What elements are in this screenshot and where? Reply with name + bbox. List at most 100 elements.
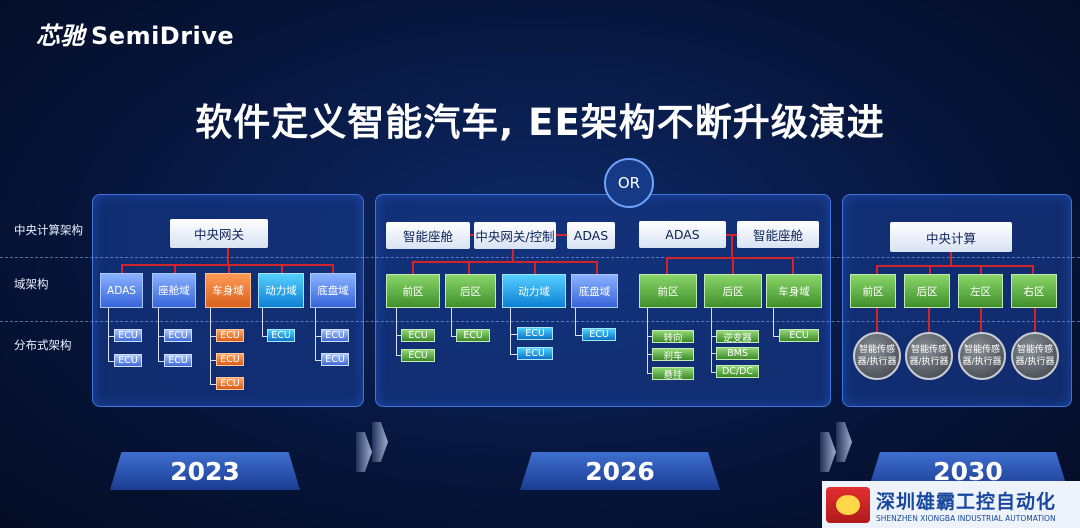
- connector-line: [412, 261, 598, 263]
- steering-box: 转向: [652, 330, 694, 344]
- connector-line: [647, 354, 653, 355]
- connector-line: [174, 264, 176, 273]
- ecu-box: ECU: [517, 347, 553, 360]
- timeline-arrow-icon: [820, 432, 836, 472]
- sensor-label: 智能传感器/执行器: [1015, 345, 1055, 367]
- ecu-box: ECU: [517, 327, 553, 340]
- dcdc-box: DC/DC: [716, 365, 759, 378]
- central-gateway-control-box: 中央网关/控制: [474, 222, 556, 249]
- connector-line: [227, 248, 229, 265]
- connector-line: [315, 336, 322, 337]
- connector-line: [396, 355, 402, 356]
- zone-left-box: 左区: [958, 274, 1003, 308]
- connector-line: [980, 265, 982, 274]
- zone-right-box: 右区: [1011, 274, 1057, 308]
- domain-distributed-divider: [0, 321, 1080, 322]
- domain-adas-box: ADAS: [100, 273, 143, 308]
- smart-sensor-actuator: 智能传感器/执行器: [905, 332, 953, 380]
- sensor-label: 智能传感器/执行器: [962, 345, 1002, 367]
- connector-line: [510, 334, 518, 335]
- central-gateway-box: 中央网关: [170, 219, 268, 248]
- connector-line: [876, 308, 878, 332]
- central-compute-box: 中央计算: [890, 222, 1012, 252]
- connector-line: [666, 257, 794, 259]
- connector-line: [108, 361, 115, 362]
- central-domain-divider: [0, 257, 1080, 258]
- smart-sensor-actuator: 智能传感器/执行器: [853, 332, 901, 380]
- connector-line: [1032, 265, 1034, 274]
- year-2030-label: 2030: [933, 456, 1003, 486]
- connector-line: [108, 336, 115, 337]
- connector-line: [332, 264, 334, 273]
- connector-line: [228, 264, 230, 273]
- connector-line: [711, 308, 712, 372]
- connector-line: [876, 265, 878, 274]
- year-2023-label: 2023: [170, 456, 240, 486]
- ecu-box: ECU: [779, 329, 819, 342]
- connector-line: [396, 308, 397, 355]
- or-text: OR: [617, 174, 641, 192]
- connector-line: [315, 360, 322, 361]
- smart-cockpit-box: 智能座舱: [737, 221, 819, 248]
- domain-power-box: 动力域: [502, 274, 566, 308]
- ecu-box: ECU: [321, 353, 349, 366]
- connector-line: [731, 234, 733, 258]
- domain-cockpit-box: 座舱域: [152, 273, 196, 308]
- timeline-arrow-icon: [372, 422, 388, 462]
- ecu-box: ECU: [456, 329, 490, 342]
- slide-title: 软件定义智能汽车, EE架构不断升级演进: [195, 101, 885, 144]
- connector-line: [158, 308, 159, 362]
- connector-line: [512, 249, 514, 262]
- timeline-arrow-icon: [836, 422, 852, 462]
- connector-line: [928, 308, 930, 332]
- connector-line: [711, 353, 717, 354]
- logo-en-text: SemiDrive: [91, 22, 235, 50]
- watermark-cn: 深圳雄霸工控自动化: [876, 490, 1057, 513]
- connector-line: [950, 252, 952, 266]
- connector-line: [396, 335, 402, 336]
- connector-line: [980, 308, 982, 332]
- domain-chassis-box: 底盘域: [310, 273, 356, 308]
- connector-line: [121, 264, 333, 266]
- row-label-domain: 域架构: [14, 277, 49, 291]
- watermark-text: 深圳雄霸工控自动化 SHENZHEN XIONGBA INDUSTRIAL AU…: [876, 487, 1056, 523]
- row-label-central: 中央计算架构: [14, 223, 83, 237]
- connector-line: [647, 308, 648, 373]
- connector-line: [121, 264, 123, 273]
- ecu-box: ECU: [267, 329, 295, 342]
- connector-line: [666, 257, 668, 274]
- connector-line: [451, 336, 457, 337]
- ecu-box: ECU: [164, 354, 192, 367]
- connector-line: [158, 336, 165, 337]
- sensor-label: 智能传感器/执行器: [909, 345, 949, 367]
- company-logo-icon: [826, 486, 870, 523]
- smart-sensor-actuator: 智能传感器/执行器: [1011, 332, 1059, 380]
- connector-line: [575, 335, 583, 336]
- connector-line: [315, 308, 316, 361]
- smart-cockpit-box: 智能座舱: [386, 222, 470, 249]
- ecu-box: ECU: [321, 329, 349, 342]
- connector-line: [929, 265, 931, 274]
- connector-line: [876, 265, 1034, 267]
- adas-box: ADAS: [567, 222, 615, 249]
- zone-rear-box: 后区: [704, 274, 762, 308]
- watermark-en: SHENZHEN XIONGBA INDUSTRIAL AUTOMATION: [876, 513, 1056, 523]
- domain-body-box: 车身域: [205, 273, 251, 308]
- connector-line: [647, 336, 653, 337]
- connector-line: [575, 308, 576, 335]
- smart-sensor-actuator: 智能传感器/执行器: [958, 332, 1006, 380]
- ecu-box: ECU: [216, 353, 244, 366]
- connector-line: [262, 336, 268, 337]
- inverter-box: 逆变器: [716, 330, 759, 344]
- domain-power-box: 动力域: [258, 273, 304, 308]
- connector-line: [262, 308, 263, 336]
- connector-line: [711, 372, 717, 373]
- suspension-box: 悬挂: [652, 367, 694, 381]
- connector-line: [210, 308, 211, 385]
- zone-front-box: 前区: [386, 274, 440, 308]
- logo-cn-text: 芯驰: [36, 21, 85, 50]
- ecu-box: ECU: [216, 329, 244, 342]
- domain-chassis-box: 底盘域: [571, 274, 618, 308]
- year-2026-label: 2026: [585, 456, 655, 486]
- connector-line: [556, 234, 567, 236]
